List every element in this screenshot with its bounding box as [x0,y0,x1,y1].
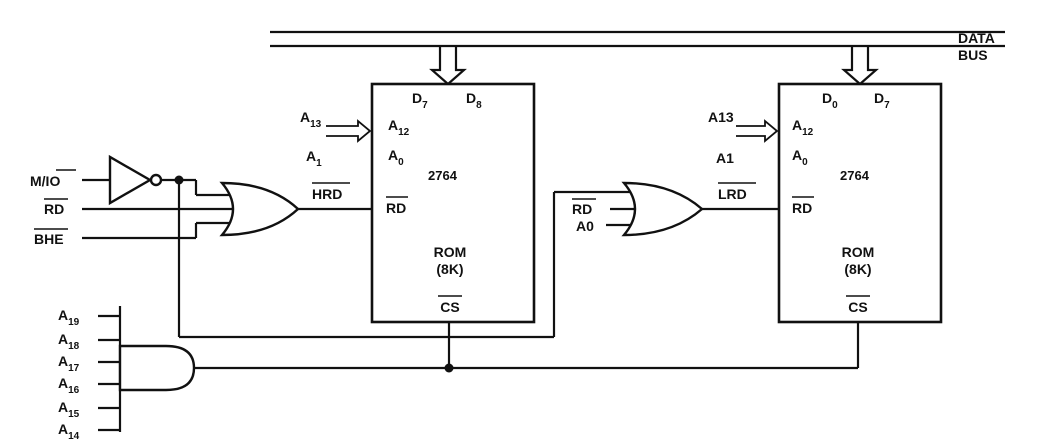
data-bus-label-1: DATA [958,30,995,46]
rom-left-type: ROM [434,244,467,260]
rom-left-addr-hi-sub: 12 [398,127,410,138]
svg-text:D7: D7 [412,90,428,111]
rom-left-d-hi: D [466,90,476,106]
rom-left-addr-lo: A [388,147,398,163]
svg-text:D0: D0 [822,90,838,111]
label-rd: RD [44,201,64,217]
rom-left-ext-addr-hi: A [300,109,310,125]
rom-right-d-lo: D [822,90,832,106]
rom-right-ext-addr-hi: A13 [708,109,734,125]
rom-left-addr-hi: A [388,117,398,133]
address-line-label: A19 [58,307,80,328]
signal-lrd: LRD [718,186,747,202]
rom-right-addr-lo-sub: 0 [802,157,808,168]
svg-text:D7: D7 [874,90,890,111]
bus-tap-left-arrow [429,46,467,86]
svg-text:D8: D8 [466,90,482,111]
inverter-bubble [149,173,163,187]
rom-right-d-hi-sub: 7 [884,100,890,111]
input-signals: M/IO RD BHE [30,154,630,339]
rom-left-ext-addr-lo: A [306,148,316,164]
bus-tap-right-arrow [841,46,879,86]
rom-right-address-arrows: A13 A1 [708,109,779,166]
signal-a0: A0 [576,218,594,234]
rom-right-cs: CS [848,299,867,315]
rom-left-ext-addr-hi-sub: 13 [310,119,322,130]
rom-left-cs: CS [440,299,459,315]
svg-text:A1: A1 [306,148,322,169]
rom-left-d-lo-sub: 7 [422,100,428,111]
rom-left-d-hi-sub: 8 [476,100,482,111]
rom-left-ext-addr-lo-sub: 1 [316,158,322,169]
rom-right-rd-pin: RD [792,200,812,216]
rom-left-rd-pin: RD [386,200,406,216]
label-mio: M/IO [30,173,60,189]
signal-hrd: HRD [312,186,342,202]
address-line-label: A15 [58,399,80,420]
rom-left-addr-lo-sub: 0 [398,157,404,168]
rom-left-size: (8K) [436,261,463,277]
address-line-label: A17 [58,353,80,374]
rom-right-addr-lo: A [792,147,802,163]
svg-text:A13: A13 [300,109,322,130]
svg-text:A0: A0 [388,147,404,168]
and-gate-decoder [98,306,860,432]
rom-right-addr-hi-sub: 12 [802,127,814,138]
rom-right-addr-hi: A [792,117,802,133]
inverter-gate [108,154,153,206]
rom-right-d-hi: D [874,90,884,106]
rom-right-ext-addr-lo: A1 [716,150,734,166]
rom-left-address-arrows: A13 A1 [300,109,372,169]
rom-right-part: 2764 [840,168,870,183]
label-bhe: BHE [34,231,64,247]
signal-rd2: RD [572,201,592,217]
svg-text:A12: A12 [792,117,814,138]
data-bus-label-2: BUS [958,47,988,63]
rom-left-part: 2764 [428,168,458,183]
address-line-label: A18 [58,331,80,352]
rom-right-type: ROM [842,244,875,260]
rom-left-d-lo: D [412,90,422,106]
svg-text:A0: A0 [792,147,808,168]
rom-right: D0 D7 A12 A0 2764 RD ROM (8K) CS [777,82,943,324]
address-line-label: A14 [58,421,80,442]
address-line-label: A16 [58,375,80,396]
svg-text:A12: A12 [388,117,410,138]
rom-right-size: (8K) [844,261,871,277]
or-gate-left: HRD [82,180,372,240]
or-gate-right: LRD RD A0 [572,181,779,237]
rom-right-d-lo-sub: 0 [832,100,838,111]
rom-left: D7 D8 A12 A0 2764 RD ROM (8K) CS [370,82,536,324]
data-bus: DATA BUS [270,30,1005,86]
